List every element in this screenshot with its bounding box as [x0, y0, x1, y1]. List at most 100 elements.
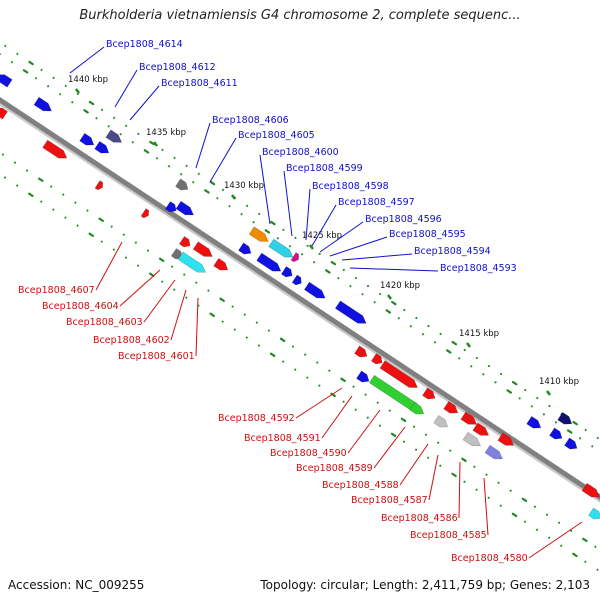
tick-dot — [511, 512, 518, 518]
tick-dot — [98, 217, 104, 222]
gene-feature — [280, 266, 293, 278]
kbp-tick-mark — [153, 141, 158, 147]
kbp-tick-mark — [75, 88, 80, 94]
gene-feature — [588, 507, 600, 520]
reverse-gene-label: Bcep1808_4604 — [42, 301, 119, 312]
forward-gene-label: Bcep1808_4593 — [440, 263, 517, 274]
gene-feature — [379, 360, 418, 388]
forward-leader-line — [305, 188, 311, 241]
kbp-tick-label: 1420 kbp — [380, 281, 420, 291]
gene-feature — [303, 281, 326, 299]
gene-feature — [484, 444, 503, 460]
tick-dot — [451, 340, 458, 346]
kbp-tick-mark — [231, 194, 236, 200]
forward-leader-line — [329, 236, 388, 257]
gene-label-layer: Bcep1808_4614Bcep1808_4612Bcep1808_4611B… — [18, 39, 583, 564]
gene-feature — [105, 129, 123, 143]
reverse-leader-line — [347, 409, 381, 454]
gene-feature — [581, 482, 600, 498]
reverse-leader-line — [195, 297, 199, 357]
forward-leader-line — [209, 137, 237, 183]
tick-dot — [391, 300, 397, 306]
reverse-gene-label: Bcep1808_4602 — [93, 335, 170, 346]
tick-dot — [158, 257, 165, 262]
tick-dot — [566, 429, 573, 434]
forward-leader-line — [319, 221, 364, 253]
forward-gene-label: Bcep1808_4612 — [139, 62, 216, 73]
reverse-gene-label: Bcep1808_4592 — [218, 413, 295, 424]
gene-feature — [192, 241, 213, 257]
gene-feature — [497, 432, 515, 446]
reverse-gene-label: Bcep1808_4590 — [270, 448, 347, 459]
gene-feature — [422, 387, 436, 400]
reverse-leader-line — [428, 454, 439, 501]
gene-feature — [370, 353, 383, 365]
gene-feature — [472, 422, 490, 436]
backbone-layer — [0, 97, 600, 503]
forward-gene-label: Bcep1808_4596 — [365, 214, 442, 225]
tick-dot — [572, 552, 578, 558]
tick-dot — [37, 177, 44, 182]
gene-feature — [256, 252, 282, 272]
tick-dot — [461, 457, 467, 463]
gene-feature — [433, 414, 449, 428]
tick-dot — [340, 377, 346, 383]
forward-leader-line — [283, 170, 293, 237]
gene-feature — [526, 415, 542, 429]
forward-leader-line — [311, 204, 337, 247]
reverse-gene-label: Bcep1808_4580 — [451, 553, 528, 564]
forward-leader-line — [259, 154, 271, 225]
tick-dot — [400, 417, 407, 423]
gene-feature — [354, 345, 368, 358]
reverse-gene-label: Bcep1808_4586 — [381, 513, 458, 524]
tick-dot — [270, 220, 276, 226]
reverse-gene-label: Bcep1808_4607 — [18, 285, 95, 296]
kbp-tick-mark — [309, 244, 314, 250]
tick-dot — [219, 297, 225, 302]
reverse-leader-line — [483, 477, 489, 536]
forward-gene-label: Bcep1808_4597 — [338, 197, 415, 208]
gene-feature — [164, 201, 177, 213]
tick-dot — [385, 309, 392, 314]
gene-feature — [175, 178, 189, 191]
tick-dot — [209, 312, 215, 318]
reverse-gene-label: Bcep1808_4603 — [66, 317, 143, 328]
reverse-leader-line — [373, 426, 406, 469]
map-title: Burkholderia vietnamiensis G4 chromosome… — [79, 8, 521, 23]
reverse-leader-line — [528, 521, 583, 559]
tick-dot — [511, 380, 518, 386]
gene-feature — [268, 238, 294, 258]
kbp-tick-label: 1415 kbp — [459, 329, 499, 339]
reverse-gene-label: Bcep1808_4585 — [410, 530, 487, 541]
forward-gene-label: Bcep1808_4606 — [212, 115, 289, 126]
tick-dot — [88, 232, 95, 237]
gene-feature — [33, 96, 52, 112]
reverse-leader-line — [295, 387, 343, 419]
tick-dot — [506, 389, 512, 394]
gene-feature — [334, 300, 367, 324]
gene-feature — [79, 132, 95, 146]
reverse-leader-line — [321, 395, 353, 439]
gene-feature — [238, 242, 252, 255]
gene-feature — [94, 180, 104, 191]
tick-dot — [148, 272, 155, 277]
gene-feature — [460, 411, 478, 425]
tick-dot — [143, 149, 150, 154]
forward-leader-line — [341, 253, 413, 261]
gene-feature — [248, 226, 269, 242]
tick-dot — [149, 140, 155, 146]
gene-feature — [175, 200, 194, 216]
forward-gene-label: Bcep1808_4605 — [238, 130, 315, 141]
gene-feature — [177, 251, 206, 273]
tick-dot — [209, 180, 216, 186]
reverse-leader-line — [143, 279, 176, 323]
gene-feature — [213, 257, 229, 271]
reverse-leader-line — [458, 461, 461, 519]
forward-gene-label: Bcep1808_4614 — [106, 39, 183, 50]
forward-gene-label: Bcep1808_4599 — [286, 163, 363, 174]
kbp-tick-mark — [466, 342, 471, 348]
tick-dot — [83, 109, 89, 114]
